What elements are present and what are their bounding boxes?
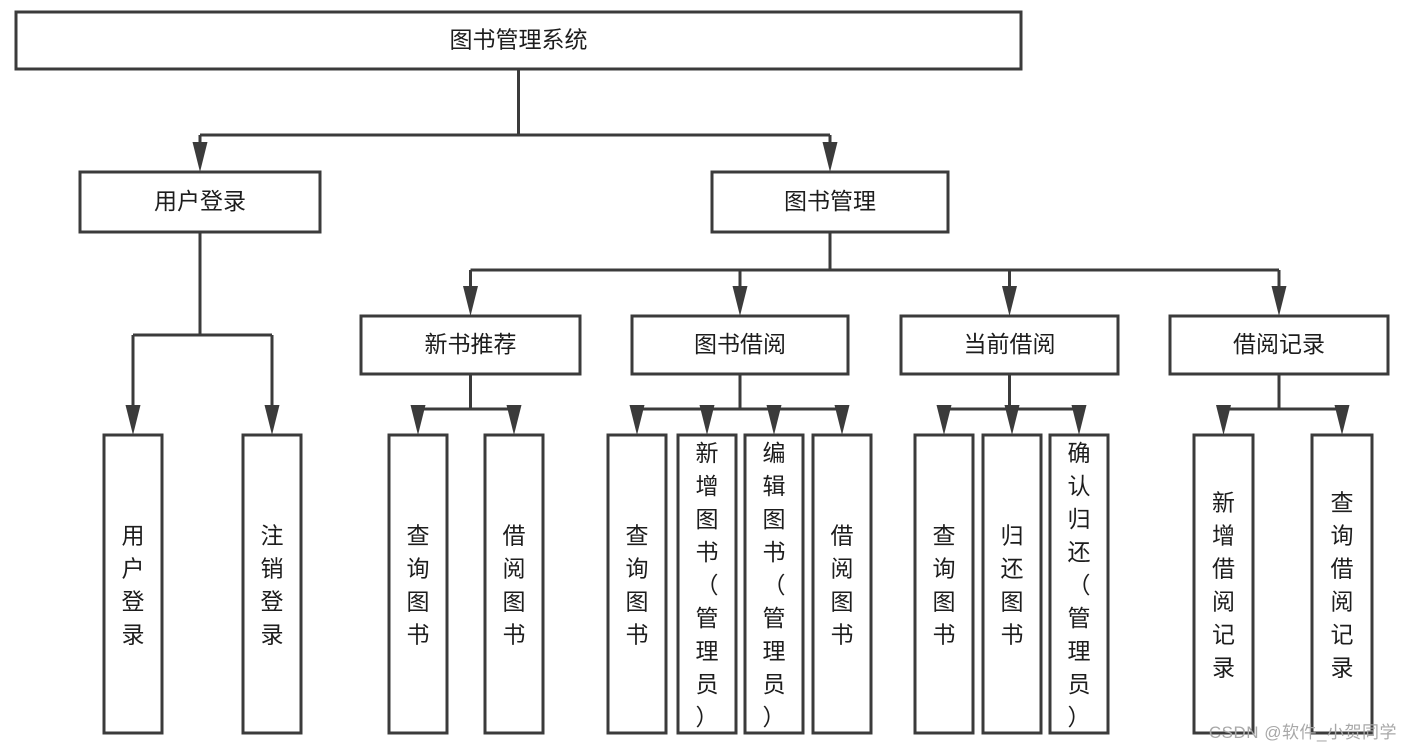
node-book-borrow-box[interactable] xyxy=(630,314,850,376)
node-leaf-add-record-box[interactable] xyxy=(1192,433,1255,735)
node-leaf-query-book-1[interactable]: 查询图书 xyxy=(387,433,449,735)
node-leaf-borrow-book-2-label: 借阅图书 xyxy=(831,523,854,648)
node-root[interactable]: 图书管理系统 xyxy=(14,10,1023,71)
node-user-login-label: 用户登录 xyxy=(154,188,246,214)
node-leaf-borrow-book-1-label: 借阅图书 xyxy=(503,523,526,648)
node-leaf-query-book-1-label: 查询图书 xyxy=(407,523,430,648)
node-leaf-edit-book-label: 编辑图书（管理员） xyxy=(763,440,786,730)
node-leaf-return-book-label: 归还图书 xyxy=(1001,523,1024,648)
node-book-borrow[interactable]: 图书借阅 xyxy=(630,314,850,376)
node-leaf-query-record[interactable]: 查询借阅记录 xyxy=(1310,433,1374,735)
node-leaf-confirm-return[interactable]: 确认归还（管理员） xyxy=(1048,433,1110,735)
node-leaf-borrow-book-1-box[interactable] xyxy=(483,433,545,735)
node-leaf-query-record-box[interactable] xyxy=(1310,433,1374,735)
node-user-login-box[interactable] xyxy=(78,170,322,234)
node-layer: 图书管理系统用户登录图书管理新书推荐图书借阅当前借阅借阅记录用户登录注销登录查询… xyxy=(14,10,1390,735)
node-new-book-recommend-label: 新书推荐 xyxy=(425,331,517,357)
node-new-book-recommend[interactable]: 新书推荐 xyxy=(359,314,582,376)
node-leaf-confirm-return-box[interactable] xyxy=(1048,433,1110,735)
node-leaf-add-record-label: 新增借阅记录 xyxy=(1212,490,1235,681)
node-leaf-return-book[interactable]: 归还图书 xyxy=(981,433,1043,735)
node-leaf-query-book-3[interactable]: 查询图书 xyxy=(913,433,975,735)
node-current-borrow-box[interactable] xyxy=(899,314,1120,376)
node-user-login[interactable]: 用户登录 xyxy=(78,170,322,234)
node-book-borrow-label: 图书借阅 xyxy=(694,331,786,357)
node-borrow-record[interactable]: 借阅记录 xyxy=(1168,314,1390,376)
node-leaf-add-book-box[interactable] xyxy=(676,433,738,735)
node-leaf-query-book-1-box[interactable] xyxy=(387,433,449,735)
node-leaf-query-record-label: 查询借阅记录 xyxy=(1331,490,1354,681)
node-leaf-user-logout-label: 注销登录 xyxy=(261,523,284,648)
node-leaf-query-book-2[interactable]: 查询图书 xyxy=(606,433,668,735)
node-current-borrow[interactable]: 当前借阅 xyxy=(899,314,1120,376)
node-new-book-recommend-box[interactable] xyxy=(359,314,582,376)
node-leaf-confirm-return-label: 确认归还（管理员） xyxy=(1068,440,1091,730)
node-leaf-borrow-book-2-box[interactable] xyxy=(811,433,873,735)
node-root-label: 图书管理系统 xyxy=(450,27,588,53)
node-leaf-return-book-box[interactable] xyxy=(981,433,1043,735)
node-borrow-record-label: 借阅记录 xyxy=(1233,331,1325,357)
node-leaf-user-login[interactable]: 用户登录 xyxy=(102,433,164,735)
node-leaf-edit-book[interactable]: 编辑图书（管理员） xyxy=(743,433,805,735)
connector-layer xyxy=(125,69,1350,435)
node-current-borrow-label: 当前借阅 xyxy=(964,331,1056,357)
node-leaf-edit-book-box[interactable] xyxy=(743,433,805,735)
node-leaf-query-book-2-label: 查询图书 xyxy=(626,523,649,648)
node-book-management-box[interactable] xyxy=(710,170,950,234)
node-leaf-query-book-3-label: 查询图书 xyxy=(933,523,956,648)
node-book-management[interactable]: 图书管理 xyxy=(710,170,950,234)
node-leaf-user-logout-box[interactable] xyxy=(241,433,303,735)
node-leaf-add-book[interactable]: 新增图书（管理员） xyxy=(676,433,738,735)
node-leaf-user-login-label: 用户登录 xyxy=(122,523,145,648)
node-borrow-record-box[interactable] xyxy=(1168,314,1390,376)
node-leaf-borrow-book-1[interactable]: 借阅图书 xyxy=(483,433,545,735)
node-book-management-label: 图书管理 xyxy=(784,188,876,214)
node-leaf-query-book-2-box[interactable] xyxy=(606,433,668,735)
node-leaf-user-login-box[interactable] xyxy=(102,433,164,735)
node-leaf-add-record[interactable]: 新增借阅记录 xyxy=(1192,433,1255,735)
node-root-box[interactable] xyxy=(14,10,1023,71)
node-leaf-add-book-label: 新增图书（管理员） xyxy=(696,440,719,730)
node-leaf-user-logout[interactable]: 注销登录 xyxy=(241,433,303,735)
node-leaf-borrow-book-2[interactable]: 借阅图书 xyxy=(811,433,873,735)
node-leaf-query-book-3-box[interactable] xyxy=(913,433,975,735)
